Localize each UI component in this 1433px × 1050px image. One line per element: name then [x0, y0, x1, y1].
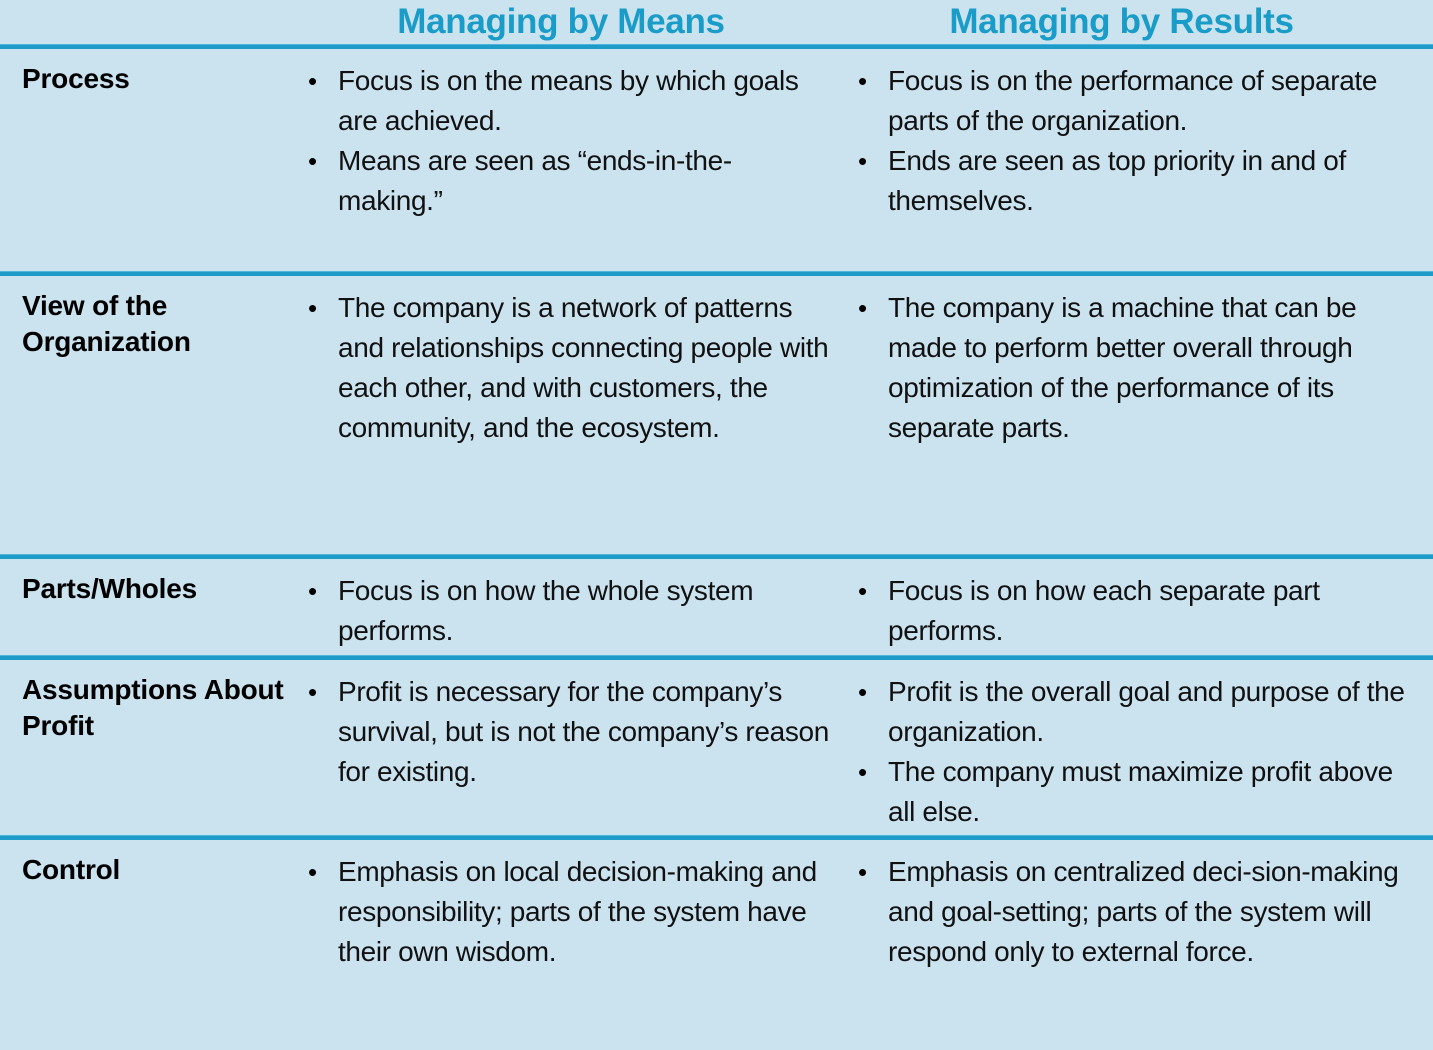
- row-label-cell: Parts/Wholes: [0, 559, 300, 655]
- list-item: Profit is necessary for the company’s su…: [300, 672, 832, 792]
- row-label-cell: Process: [0, 49, 300, 271]
- list-item: The company is a network of patterns and…: [300, 288, 832, 448]
- row-means-cell: Focus is on how the whole system perform…: [300, 559, 850, 655]
- header-divider-rule: [0, 44, 1433, 49]
- list-item: Focus is on the means by which goals are…: [300, 61, 832, 141]
- list-item: Ends are seen as top priority in and of …: [850, 141, 1415, 221]
- header-label-managing-by-means: Managing by Means: [397, 2, 725, 41]
- table-row: Control Emphasis on local decision-makin…: [0, 840, 1433, 1026]
- row-label-text: Control: [22, 854, 121, 885]
- table-row: View of the Organization The company is …: [0, 276, 1433, 554]
- table-row: Process Focus is on the means by which g…: [0, 49, 1433, 271]
- list-item: Focus is on the performance of separate …: [850, 61, 1415, 141]
- bullet-list: Emphasis on local decision-making and re…: [300, 852, 832, 972]
- row-means-cell: Profit is necessary for the company’s su…: [300, 660, 850, 835]
- table-bottom-padding: [0, 1026, 1433, 1050]
- row-divider-rule: [0, 554, 1433, 559]
- bullet-list: The company is a machine that can be mad…: [850, 288, 1415, 448]
- bullet-list: Focus is on the performance of separate …: [850, 61, 1415, 221]
- bullet-list: Focus is on the means by which goals are…: [300, 61, 832, 221]
- bullet-list: Focus is on how the whole system perform…: [300, 571, 832, 651]
- table-header-row: Managing by Means Managing by Results: [0, 0, 1433, 44]
- row-means-cell: Emphasis on local decision-making and re…: [300, 840, 850, 1026]
- list-item: Emphasis on centralized deci-sion-making…: [850, 852, 1415, 972]
- header-cell-managing-by-results: Managing by Results: [850, 2, 1433, 42]
- list-item: Emphasis on local decision-making and re…: [300, 852, 832, 972]
- row-means-cell: Focus is on the means by which goals are…: [300, 49, 850, 271]
- header-cell-managing-by-means: Managing by Means: [300, 2, 850, 42]
- list-item: Focus is on how each separate part perfo…: [850, 571, 1415, 651]
- list-item: The company must maximize profit above a…: [850, 752, 1415, 832]
- bullet-list: Focus is on how each separate part perfo…: [850, 571, 1415, 651]
- list-item: The company is a machine that can be mad…: [850, 288, 1415, 448]
- row-results-cell: Profit is the overall goal and purpose o…: [850, 660, 1433, 835]
- bullet-list: Profit is necessary for the company’s su…: [300, 672, 832, 792]
- bullet-list: Emphasis on centralized deci-sion-making…: [850, 852, 1415, 972]
- row-results-cell: Emphasis on centralized deci-sion-making…: [850, 840, 1433, 1026]
- row-label-text: View of the Organization: [22, 290, 191, 357]
- row-divider-rule: [0, 835, 1433, 840]
- table-row: Assumptions About Profit Profit is neces…: [0, 660, 1433, 835]
- list-item: Profit is the overall goal and purpose o…: [850, 672, 1415, 752]
- row-results-cell: The company is a machine that can be mad…: [850, 276, 1433, 554]
- row-label-text: Assumptions About Profit: [22, 674, 284, 741]
- bullet-list: The company is a network of patterns and…: [300, 288, 832, 448]
- row-label-cell: Control: [0, 840, 300, 1026]
- list-item: Focus is on how the whole system perform…: [300, 571, 832, 651]
- row-label-cell: Assumptions About Profit: [0, 660, 300, 835]
- row-results-cell: Focus is on the performance of separate …: [850, 49, 1433, 271]
- row-divider-rule: [0, 271, 1433, 276]
- bullet-list: Profit is the overall goal and purpose o…: [850, 672, 1415, 832]
- row-results-cell: Focus is on how each separate part perfo…: [850, 559, 1433, 655]
- row-label-text: Parts/Wholes: [22, 573, 197, 604]
- header-label-managing-by-results: Managing by Results: [949, 2, 1294, 41]
- row-means-cell: The company is a network of patterns and…: [300, 276, 850, 554]
- row-label-cell: View of the Organization: [0, 276, 300, 554]
- table-row: Parts/Wholes Focus is on how the whole s…: [0, 559, 1433, 655]
- row-divider-rule: [0, 655, 1433, 660]
- list-item: Means are seen as “ends-in-the-making.”: [300, 141, 832, 221]
- row-label-text: Process: [22, 63, 130, 94]
